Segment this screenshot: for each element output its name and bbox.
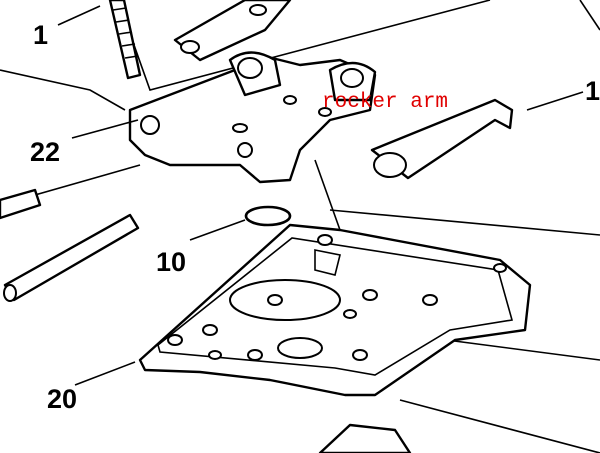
rocker-shaft: [3, 213, 140, 302]
rocker-support: [128, 51, 377, 184]
pivot-pin: [0, 188, 42, 220]
gasket: [173, 0, 292, 62]
bolt: [108, 0, 142, 80]
rocker-arm: [370, 98, 514, 180]
leader-lines: [57, 5, 584, 386]
partial-part-bottom: [318, 423, 412, 453]
callout-10: 10: [156, 247, 186, 277]
callout-22: 22: [30, 137, 60, 167]
o-ring: [244, 205, 292, 227]
callout-20: 20: [47, 384, 77, 414]
callout-1: 1: [33, 20, 48, 50]
rocker-arm-annotation: rocker arm: [322, 91, 448, 114]
base-plate: [138, 223, 532, 397]
callout-16: 16: [585, 76, 600, 106]
